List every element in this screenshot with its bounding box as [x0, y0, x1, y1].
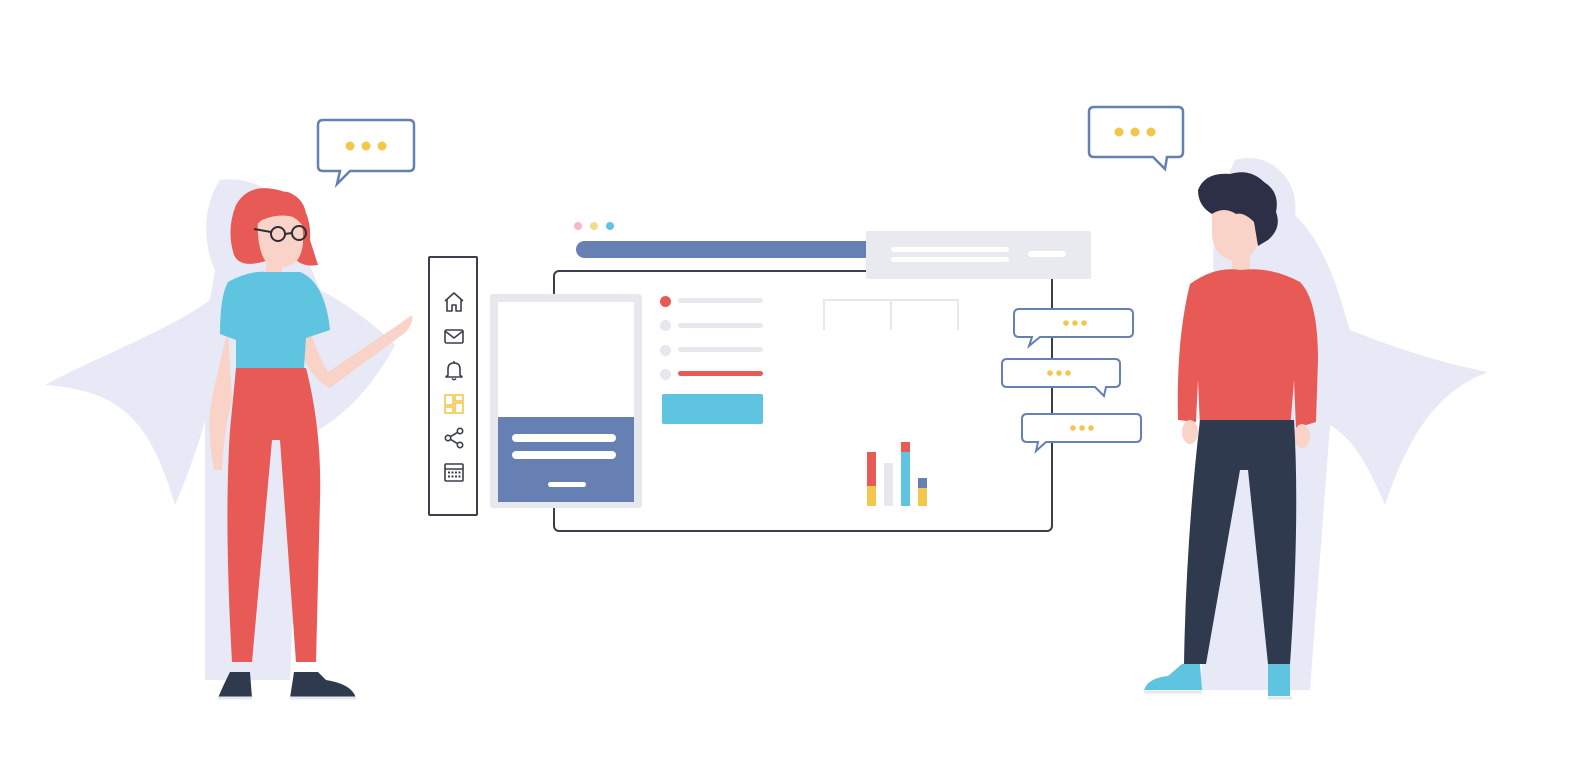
bar-segment: [918, 478, 927, 488]
list-item-line: [678, 323, 763, 328]
list-bullet: [660, 345, 671, 356]
dashboard-icon[interactable]: [442, 392, 466, 416]
card-link[interactable]: [548, 482, 586, 487]
bar-segment: [867, 452, 876, 486]
header-button: [1028, 251, 1066, 257]
card-footer: [498, 417, 634, 502]
list-bullet: [660, 320, 671, 331]
share-icon[interactable]: [442, 426, 466, 450]
bar-segment: [918, 488, 927, 506]
calendar-icon[interactable]: [442, 460, 466, 484]
home-icon[interactable]: [442, 290, 466, 314]
bar-segment: [867, 486, 876, 506]
window-dot-pink: [574, 222, 582, 230]
header-line: [891, 257, 1009, 262]
card-text-line: [512, 451, 616, 459]
app-sidebar: [428, 256, 478, 516]
card-text-line: [512, 434, 616, 442]
header-line: [891, 247, 1009, 252]
list-bullet: [660, 296, 671, 307]
bar-segment: [901, 442, 910, 452]
cta-button[interactable]: [662, 394, 763, 424]
window-dot-yellow: [590, 222, 598, 230]
list-item-line-active: [678, 371, 763, 376]
window-address-bar: [576, 241, 876, 258]
mail-icon[interactable]: [442, 324, 466, 348]
bar-segment: [901, 452, 910, 506]
list-item-line: [678, 298, 763, 303]
header-panel: [866, 231, 1091, 279]
bell-icon[interactable]: [442, 358, 466, 382]
window-dot-cyan: [606, 222, 614, 230]
card-image-area: [498, 302, 634, 417]
bar-segment: [884, 463, 893, 506]
list-bullet: [660, 369, 671, 380]
list-item-line: [678, 347, 763, 352]
